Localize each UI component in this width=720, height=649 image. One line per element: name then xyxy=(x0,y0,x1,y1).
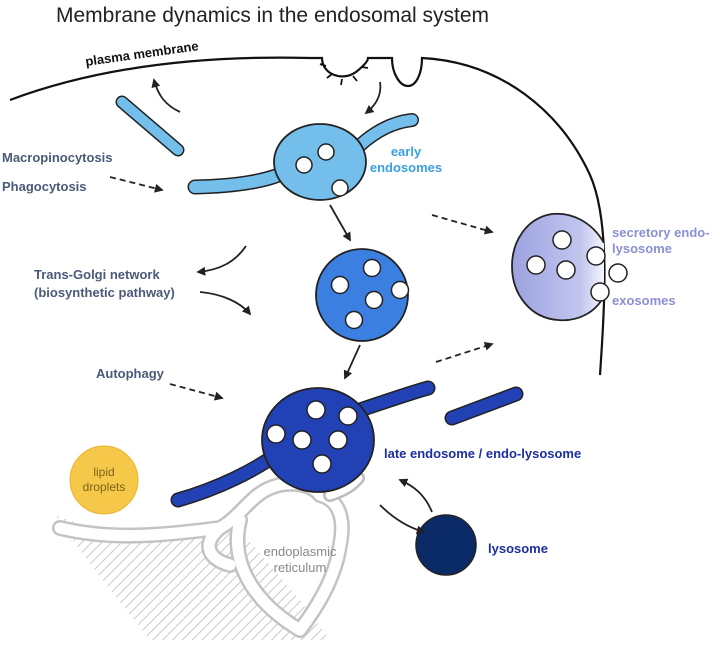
vesicle-icon xyxy=(390,280,410,300)
er-label-line1: endoplasmic xyxy=(264,544,337,559)
late-endosome-label: late endosome / endo-lysosome xyxy=(384,446,581,461)
solid-arrow-icon xyxy=(151,78,181,113)
vesicle-icon xyxy=(338,406,358,426)
vesicle-icon xyxy=(331,179,349,197)
vesicle-icon xyxy=(526,255,546,275)
er-lumen xyxy=(54,478,348,636)
plasma-membrane-label: plasma membrane xyxy=(84,38,199,69)
multivesicular-body xyxy=(315,248,409,342)
vesicle-icon xyxy=(295,156,313,174)
secretory-label-line2: lysosome xyxy=(612,241,672,256)
early-endosomes-label-line2: endosomes xyxy=(370,160,442,175)
dashed-arrow-icon xyxy=(109,176,164,193)
vesicle-icon xyxy=(590,282,610,302)
vesicle-icon xyxy=(330,275,350,295)
dashed-arrow-icon xyxy=(431,214,494,235)
dashed-arrow-icon xyxy=(435,341,494,363)
late-endosome-free-tubule xyxy=(446,388,522,424)
solid-arrow-icon xyxy=(343,344,361,380)
exosome-icon xyxy=(608,263,628,283)
diagram-title: Membrane dynamics in the endosomal syste… xyxy=(56,4,489,27)
solid-arrow-icon xyxy=(329,204,351,242)
tgn-label-line2: (biosynthetic pathway) xyxy=(34,285,175,300)
lysosome xyxy=(415,514,477,576)
er-label-line2: reticulum xyxy=(274,560,327,575)
vesicle-icon xyxy=(306,400,326,420)
tgn-label-line1: Trans-Golgi network xyxy=(34,267,160,282)
lysosome-label: lysosome xyxy=(488,541,548,556)
solid-arrow-icon xyxy=(379,504,426,535)
vesicle-icon xyxy=(552,230,572,250)
solid-arrows xyxy=(151,78,433,535)
vesicle-icon xyxy=(364,290,384,310)
secretory-label-line1: secretory endo- xyxy=(612,225,710,240)
exosomes-label: exosomes xyxy=(612,293,676,308)
phagocytosis-label: Phagocytosis xyxy=(2,179,87,194)
vesicle-icon xyxy=(317,143,335,161)
solid-arrow-icon xyxy=(364,81,382,115)
early-endosome xyxy=(273,123,367,201)
solid-arrow-icon xyxy=(199,291,252,316)
solid-arrow-icon xyxy=(398,478,433,513)
vesicle-icon xyxy=(344,310,364,330)
vesicle-icon xyxy=(312,454,332,474)
macropinocytosis-label: Macropinocytosis xyxy=(2,150,113,165)
autophagy-label: Autophagy xyxy=(96,366,165,381)
early-endosomes-label-line1: early xyxy=(391,144,422,159)
coated-pit-icon xyxy=(319,63,369,86)
vesicle-icon xyxy=(586,246,606,266)
dashed-arrows xyxy=(109,176,494,401)
vesicle-icon xyxy=(266,424,286,444)
lipid-label-line1: lipid xyxy=(93,465,114,479)
vesicle-icon xyxy=(292,430,312,450)
dashed-arrow-icon xyxy=(169,383,224,401)
recycling-tubule xyxy=(117,97,183,155)
solid-arrow-icon xyxy=(196,245,247,276)
late-endosome-tubule-right xyxy=(354,382,434,416)
plasma-membrane xyxy=(9,56,606,376)
vesicle-icon xyxy=(328,430,348,450)
vesicle-icon xyxy=(556,260,576,280)
vesicle-icon xyxy=(362,258,382,278)
lipid-label-line2: droplets xyxy=(83,480,126,494)
lipid-droplet xyxy=(69,445,139,515)
